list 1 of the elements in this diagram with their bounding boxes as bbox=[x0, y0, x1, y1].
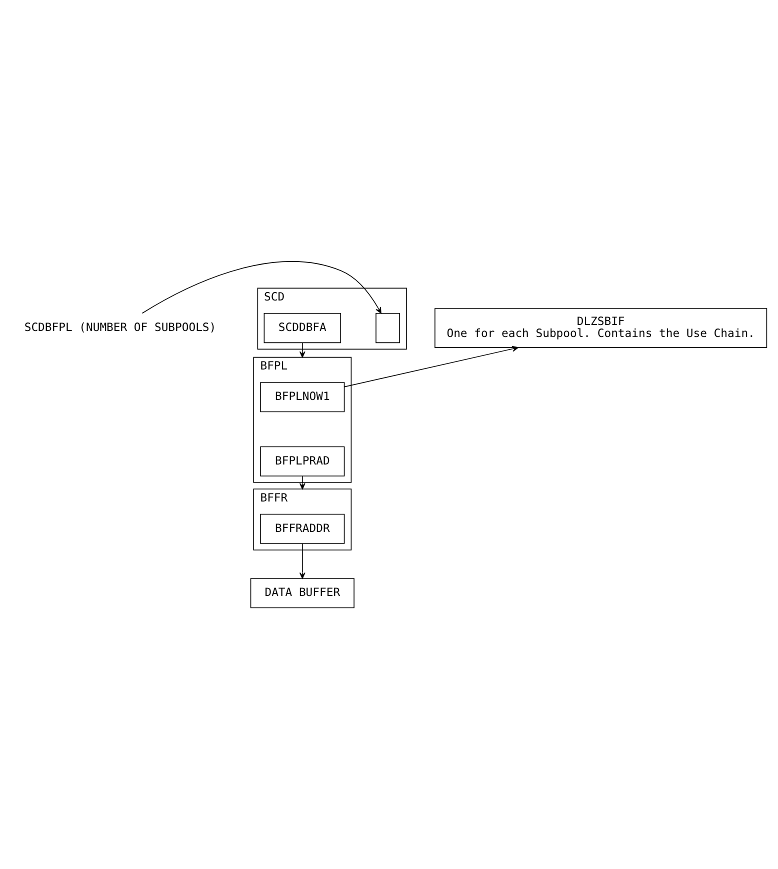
node-text: SCDBFPL (NUMBER OF SUBPOOLS) bbox=[24, 320, 216, 334]
